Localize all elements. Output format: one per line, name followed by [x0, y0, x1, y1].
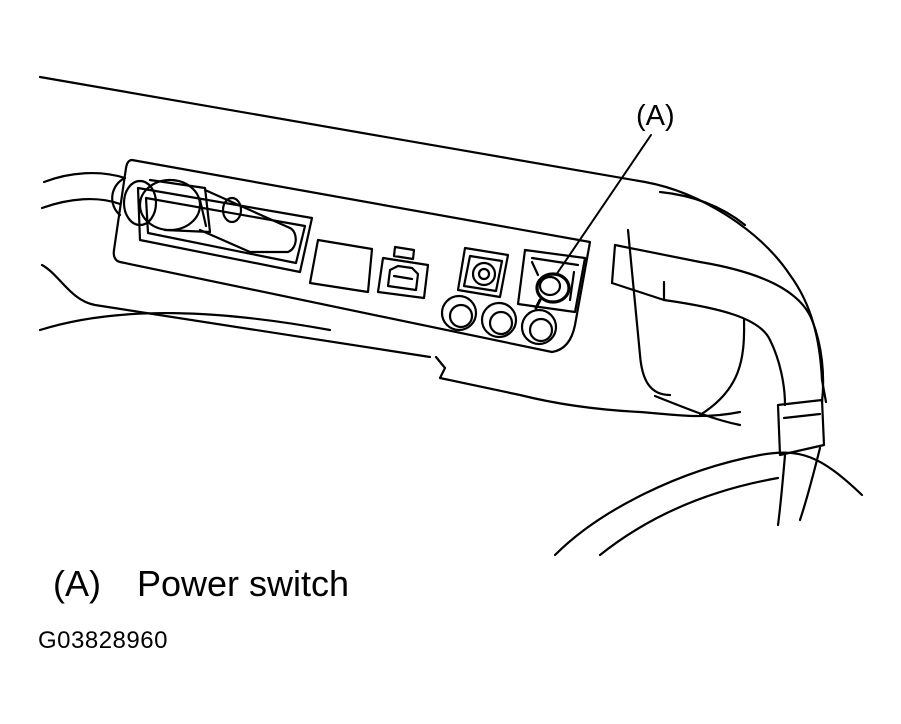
- modular-jack: [378, 247, 428, 298]
- power-switch-icon: [536, 274, 569, 308]
- callout-label: (A): [636, 100, 675, 132]
- dc-jack: [458, 248, 508, 297]
- legend-text: Power switch: [137, 563, 350, 604]
- round-jacks: [442, 296, 556, 344]
- cable-strap: [612, 245, 824, 455]
- power-switch-bracket: [518, 250, 585, 312]
- connector-panel: [114, 160, 590, 352]
- cable-left: [42, 173, 296, 252]
- rect-port: [310, 240, 372, 292]
- callout-leader: [556, 135, 651, 275]
- housing-outline: [40, 77, 826, 425]
- cable-right: [555, 448, 862, 555]
- legend-letter: (A): [53, 563, 101, 604]
- figure-id: G03828960: [38, 627, 168, 654]
